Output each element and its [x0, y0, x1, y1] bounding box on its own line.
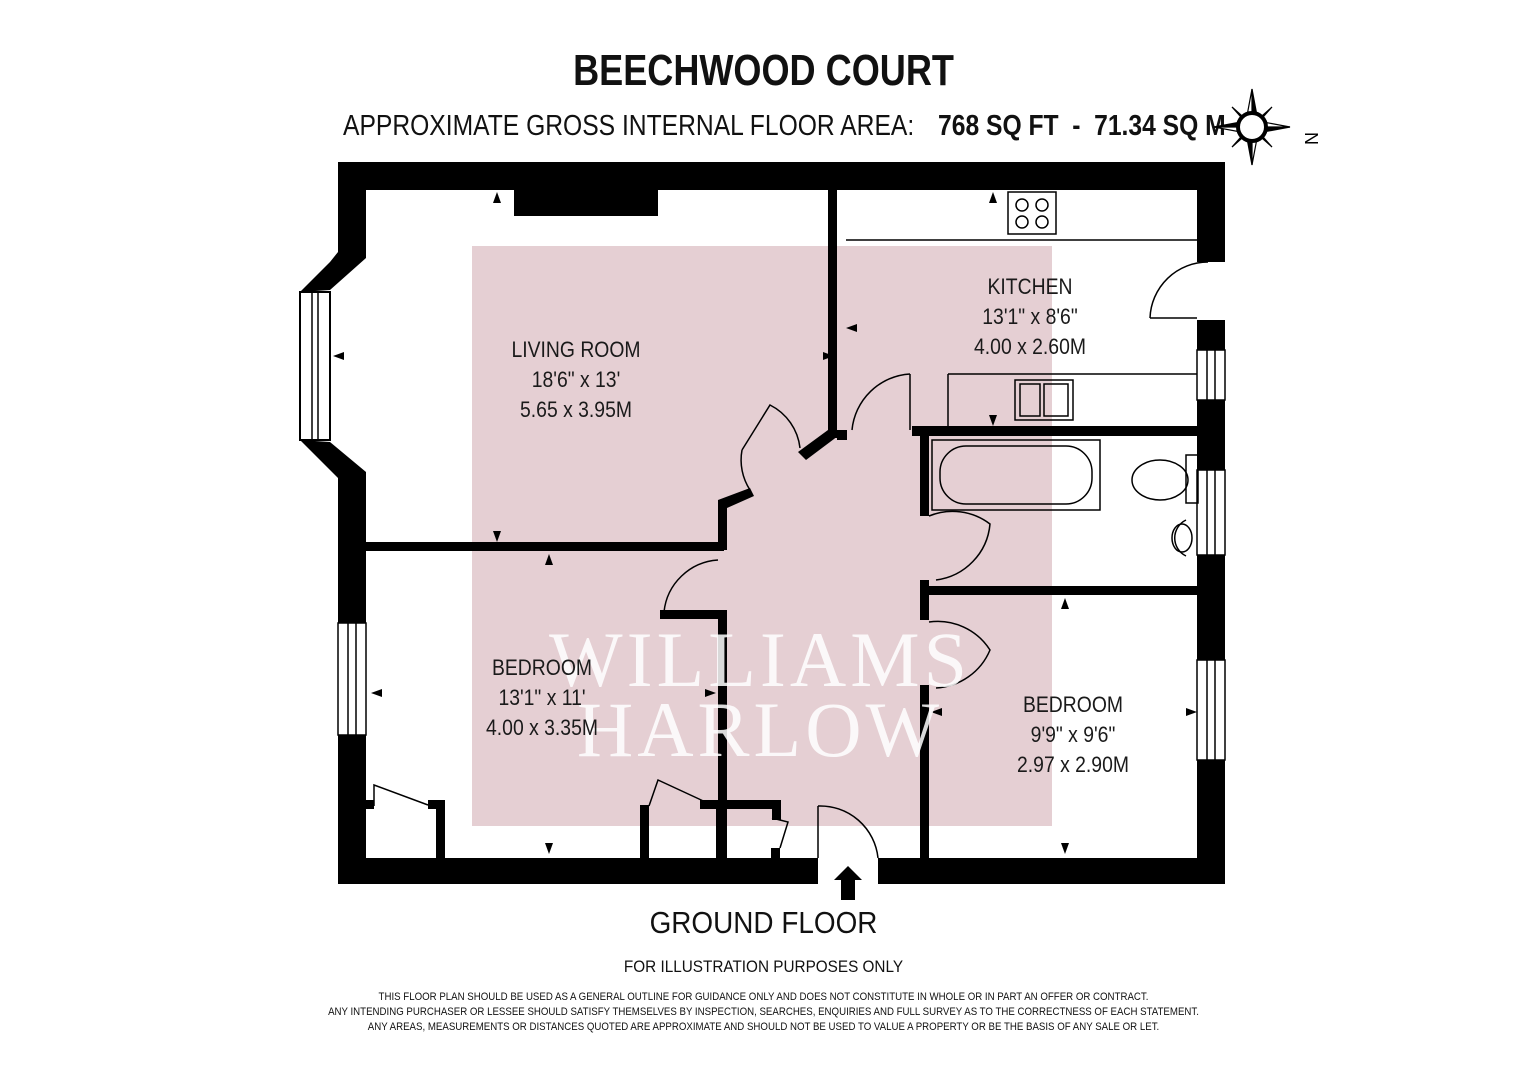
dimension-arrows	[333, 192, 1197, 854]
watermark-text: WILLIAMS HARLOW	[470, 616, 1050, 773]
room-metric: 5.65 x 3.95M	[520, 397, 632, 422]
outer-walls	[338, 162, 1225, 884]
chimney-breast	[514, 188, 658, 216]
room-label-living: LIVING ROOM 18'6" x 13' 5.65 x 3.95M	[497, 335, 655, 425]
floor-area-label: APPROXIMATE GROSS INTERNAL FLOOR AREA:	[343, 110, 915, 142]
sink-icon	[1014, 379, 1074, 421]
disclaimer-line-3: ANY AREAS, MEASUREMENTS OR DISTANCES QUO…	[367, 1021, 1160, 1033]
basin-icon	[1174, 519, 1187, 557]
disclaimer-line-1: THIS FLOOR PLAN SHOULD BE USED AS A GENE…	[378, 991, 1149, 1003]
hob-icon	[1007, 191, 1057, 235]
room-imperial: 18'6" x 13'	[531, 367, 621, 392]
floor-area-separator: -	[1072, 110, 1081, 142]
bathroom-fittings	[931, 439, 1199, 557]
room-metric: 2.97 x 2.90M	[1017, 752, 1129, 777]
floor-area-line: APPROXIMATE GROSS INTERNAL FLOOR AREA: 7…	[343, 110, 1226, 143]
floor-area-sqft: 768 SQ FT	[938, 110, 1059, 142]
room-label-kitchen: KITCHEN 13'1" x 8'6" 4.00 x 2.60M	[951, 272, 1109, 362]
door-swings	[373, 261, 1209, 859]
compass-rose-icon	[1213, 88, 1291, 166]
toilet-icon	[1131, 459, 1189, 501]
room-name: LIVING ROOM	[511, 337, 641, 362]
room-label-bedroom-1: BEDROOM 13'1" x 11' 4.00 x 3.35M	[463, 653, 621, 743]
compass-north-label: N	[1301, 132, 1321, 145]
room-imperial: 9'9" x 9'6"	[1030, 722, 1116, 747]
room-metric: 4.00 x 3.35M	[486, 715, 598, 740]
kitchen-units	[846, 191, 1197, 426]
internal-walls	[366, 188, 1197, 858]
room-imperial: 13'1" x 8'6"	[982, 304, 1078, 329]
toilet-cistern	[1185, 454, 1199, 504]
floor-name: GROUND FLOOR	[649, 905, 878, 940]
disclaimer-line-2: ANY INTENDING PURCHASER OR LESSEE SHOULD…	[328, 1006, 1199, 1018]
illustration-note: FOR ILLUSTRATION PURPOSES ONLY	[623, 957, 904, 976]
watermark-block	[472, 246, 1052, 826]
bay-window	[299, 252, 366, 478]
room-metric: 4.00 x 2.60M	[974, 334, 1086, 359]
room-name: BEDROOM	[1022, 692, 1124, 717]
plan-title: BEECHWOOD COURT	[573, 46, 954, 95]
entrance-arrow-icon	[834, 866, 862, 900]
room-name: KITCHEN	[987, 274, 1073, 299]
watermark-line-2: HARLOW	[576, 686, 944, 773]
bath-icon	[931, 439, 1101, 511]
windows	[337, 349, 1226, 761]
floor-area-sqm: 71.34 SQ M	[1094, 110, 1226, 142]
room-name: BEDROOM	[491, 655, 593, 680]
watermark-line-1: WILLIAMS	[549, 616, 971, 703]
disclaimer: THIS FLOOR PLAN SHOULD BE USED AS A GENE…	[92, 990, 1436, 1035]
room-imperial: 13'1" x 11'	[498, 685, 586, 710]
room-label-bedroom-2: BEDROOM 9'9" x 9'6" 2.97 x 2.90M	[994, 690, 1152, 780]
